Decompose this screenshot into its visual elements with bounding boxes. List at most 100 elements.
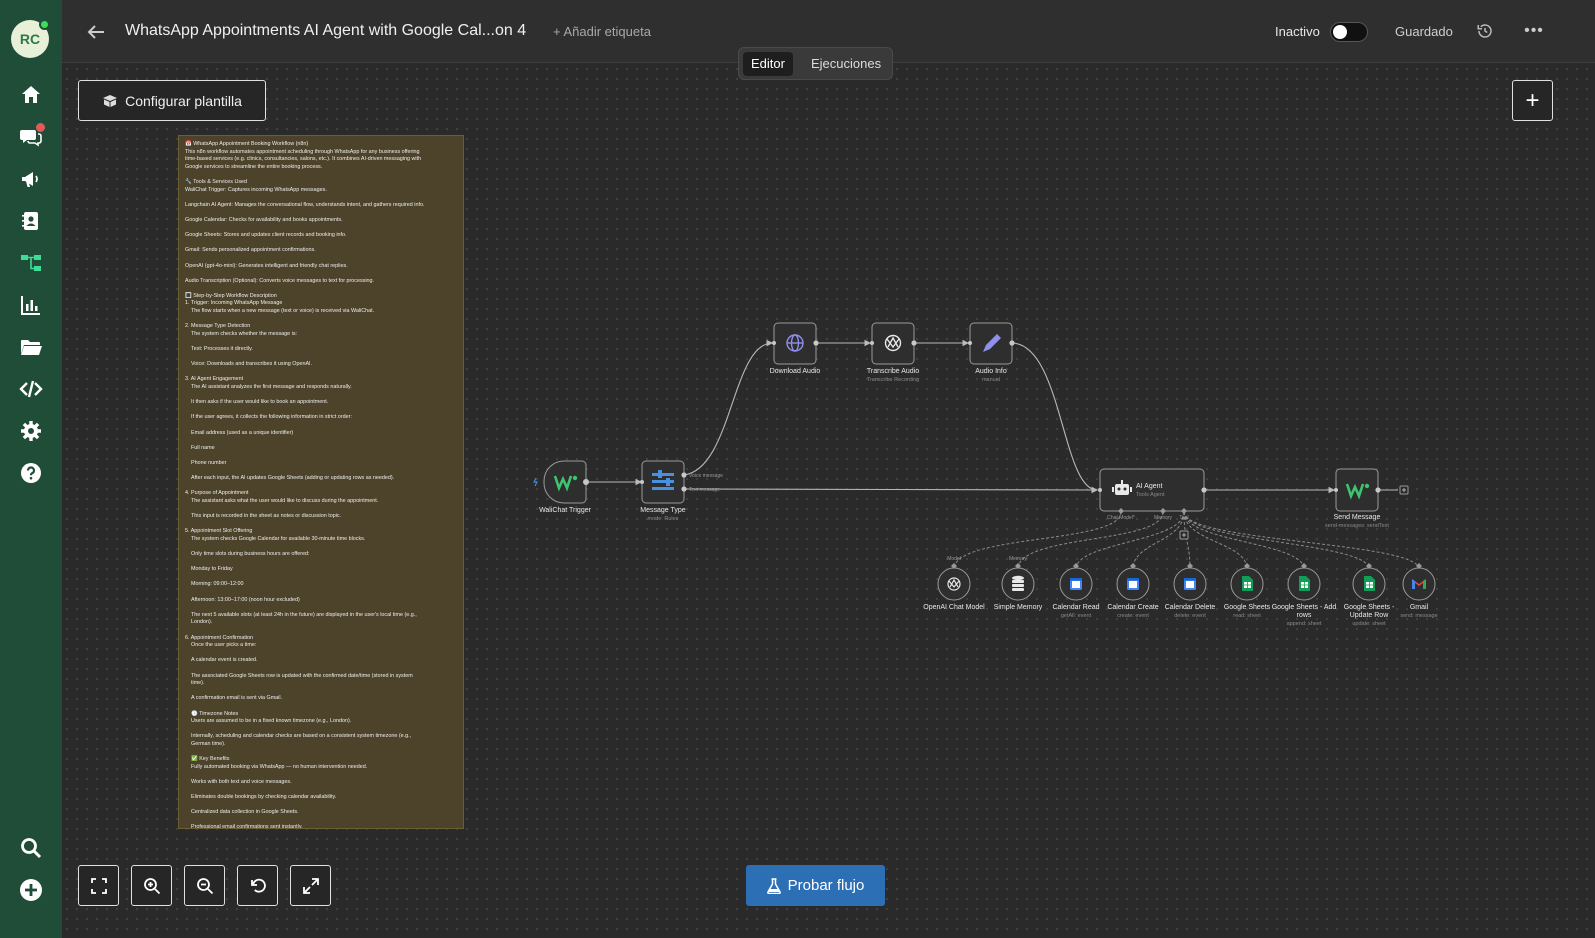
- sticky-note-line: Audio Transcription (Optional): Converts…: [185, 277, 375, 284]
- help-icon[interactable]: [15, 457, 47, 489]
- node-label: Audio Info: [975, 368, 1007, 375]
- robot-icon: [1112, 480, 1132, 495]
- sticky-note-line: 6. Appointment Confirmation: [185, 634, 254, 641]
- search-icon[interactable]: [15, 832, 47, 864]
- google-sheets-icon: [1364, 576, 1375, 591]
- node-label: Simple Memory: [994, 604, 1043, 611]
- node-sub: append: sheet: [1287, 621, 1322, 627]
- back-arrow-icon[interactable]: [84, 20, 108, 44]
- zoom-in-icon: [143, 877, 160, 894]
- node-send-message[interactable]: Send Message send-messages: sendText: [1325, 468, 1409, 529]
- node-calendar-create[interactable]: Calendar Create create: event: [1107, 563, 1159, 619]
- sticky-note-line: German time).: [185, 740, 226, 747]
- sticky-note-line: Phone number: [185, 459, 227, 466]
- zoom-out-button[interactable]: [184, 865, 225, 906]
- sticky-note[interactable]: 📅 WhatsApp Appointment Booking Workflow …: [178, 135, 464, 829]
- expand-icon: [302, 877, 319, 894]
- node-download-audio[interactable]: Download Audio: [770, 322, 821, 375]
- fullscreen-button[interactable]: [290, 865, 331, 906]
- online-status-dot: [39, 19, 50, 30]
- node-label: Transcribe Audio: [867, 368, 919, 375]
- toggle-knob: [1333, 25, 1347, 39]
- node-google-sheets-read[interactable]: Google Sheets read: sheet: [1224, 563, 1271, 619]
- sticky-note-line: It then asks if the user would like to b…: [185, 399, 329, 406]
- openai-icon: [947, 577, 961, 591]
- node-calendar-delete[interactable]: Calendar Delete delete: event: [1165, 563, 1216, 619]
- chart-icon[interactable]: [15, 289, 47, 321]
- avatar[interactable]: RC: [11, 19, 50, 58]
- active-toggle[interactable]: [1330, 22, 1368, 42]
- tab-editor[interactable]: Editor: [743, 52, 793, 76]
- google-calendar-icon: [1184, 578, 1196, 590]
- code-icon[interactable]: [15, 373, 47, 405]
- sticky-note-line: Users are assumed to be in a fixed known…: [185, 718, 352, 725]
- port-tool: Tool: [1179, 515, 1188, 521]
- node-label: Calendar Read: [1052, 604, 1099, 611]
- node-walichat-trigger[interactable]: WaliChat Trigger: [533, 460, 592, 514]
- google-sheets-icon: [1242, 576, 1253, 591]
- folder-icon[interactable]: [15, 331, 47, 363]
- node-gmail[interactable]: Gmail send: message: [1400, 563, 1438, 619]
- reset-zoom-button[interactable]: [237, 865, 278, 906]
- sticky-note-line: A confirmation email is sent via Gmail.: [185, 695, 283, 702]
- sticky-note-line: The assistant asks what the user would l…: [185, 497, 379, 504]
- node-google-sheets-add-rows[interactable]: Google Sheets - Add rows append: sheet: [1272, 563, 1337, 627]
- switch-icon: [652, 470, 674, 490]
- more-options-icon[interactable]: •••: [1524, 22, 1544, 39]
- sticky-note-line: The next 5 available slots (at least 24h…: [185, 611, 417, 618]
- port-memory: Memory: [1154, 515, 1173, 521]
- node-label: Calendar Create: [1107, 604, 1158, 611]
- test-workflow-button[interactable]: Probar flujo: [746, 865, 885, 906]
- node-calendar-read[interactable]: Calendar Read getAll: event: [1052, 563, 1100, 619]
- flask-icon: [766, 877, 781, 894]
- plus-icon: +: [1525, 86, 1540, 114]
- history-icon[interactable]: [1476, 22, 1494, 40]
- megaphone-icon[interactable]: [15, 163, 47, 195]
- node-sub: read: sheet: [1233, 613, 1261, 619]
- sticky-note-line: Monday to Friday: [185, 566, 233, 573]
- sticky-note-line: If the user agrees, it collects the foll…: [185, 414, 352, 421]
- node-transcribe-audio[interactable]: Transcribe Audio Transcribe Recording: [867, 322, 919, 383]
- add-next-node-icon[interactable]: [1402, 488, 1406, 492]
- sticky-note-line: The associated Google Sheets row is upda…: [185, 672, 413, 679]
- add-tag-button[interactable]: + Añadir etiqueta: [553, 24, 651, 39]
- contacts-icon[interactable]: [15, 205, 47, 237]
- gear-icon[interactable]: [15, 415, 47, 447]
- home-icon[interactable]: [15, 79, 47, 111]
- add-node-button[interactable]: +: [1512, 80, 1553, 121]
- sticky-note-line: Text: Processes it directly.: [185, 346, 253, 353]
- chat-icon[interactable]: [15, 121, 47, 153]
- zoom-in-button[interactable]: [131, 865, 172, 906]
- add-circle-icon[interactable]: [15, 874, 47, 906]
- configure-template-button[interactable]: Configurar plantilla: [78, 80, 266, 121]
- sticky-note-line: Voice: Downloads and transcribes it usin…: [185, 361, 313, 368]
- node-ai-agent[interactable]: AI Agent Tools Agent Chat Model* Memory …: [1098, 468, 1207, 540]
- workflow-icon[interactable]: [15, 247, 47, 279]
- fit-view-button[interactable]: [78, 865, 119, 906]
- node-message-type[interactable]: Voice message Text message Message Type …: [640, 460, 723, 522]
- node-google-sheets-update-row[interactable]: Google Sheets - Update Row update: sheet: [1344, 563, 1395, 627]
- saved-status: Guardado: [1395, 24, 1453, 39]
- workflow-canvas[interactable]: Configurar plantilla + 📅 WhatsApp Appoin…: [62, 64, 1595, 938]
- sticky-note-line: Internally, scheduling and calendar chec…: [185, 733, 412, 740]
- node-label: Message Type: [640, 507, 686, 514]
- database-icon: [1012, 575, 1024, 591]
- node-label: Google Sheets -: [1344, 604, 1395, 611]
- sticky-note-line: Works with both text and voice messages.: [185, 778, 292, 785]
- node-simple-memory[interactable]: Memory Simple Memory: [994, 556, 1043, 611]
- undo-icon: [250, 878, 266, 893]
- node-openai-chat-model[interactable]: Model OpenAI Chat Model: [923, 556, 985, 611]
- node-sub: Tools Agent: [1136, 492, 1165, 498]
- sticky-note-line: Google Calendar: Checks for availability…: [185, 216, 343, 223]
- workflow-title[interactable]: WhatsApp Appointments AI Agent with Goog…: [125, 22, 527, 39]
- tab-executions[interactable]: Ejecuciones: [811, 56, 882, 71]
- sticky-note-line: The flow starts when a new message (text…: [185, 308, 375, 315]
- node-sub: update: sheet: [1352, 621, 1386, 627]
- node-sub: send-messages: sendText: [1325, 523, 1389, 529]
- node-audio-info[interactable]: Audio Info manual: [968, 322, 1015, 383]
- sticky-note-line: Langchain AI Agent: Manages the conversa…: [185, 201, 425, 208]
- add-tool-icon[interactable]: [1182, 533, 1186, 537]
- node-sub: getAll: event: [1061, 613, 1092, 619]
- sticky-note-line: Afternoon: 13:00–17:00 (noon hour exclud…: [185, 596, 300, 603]
